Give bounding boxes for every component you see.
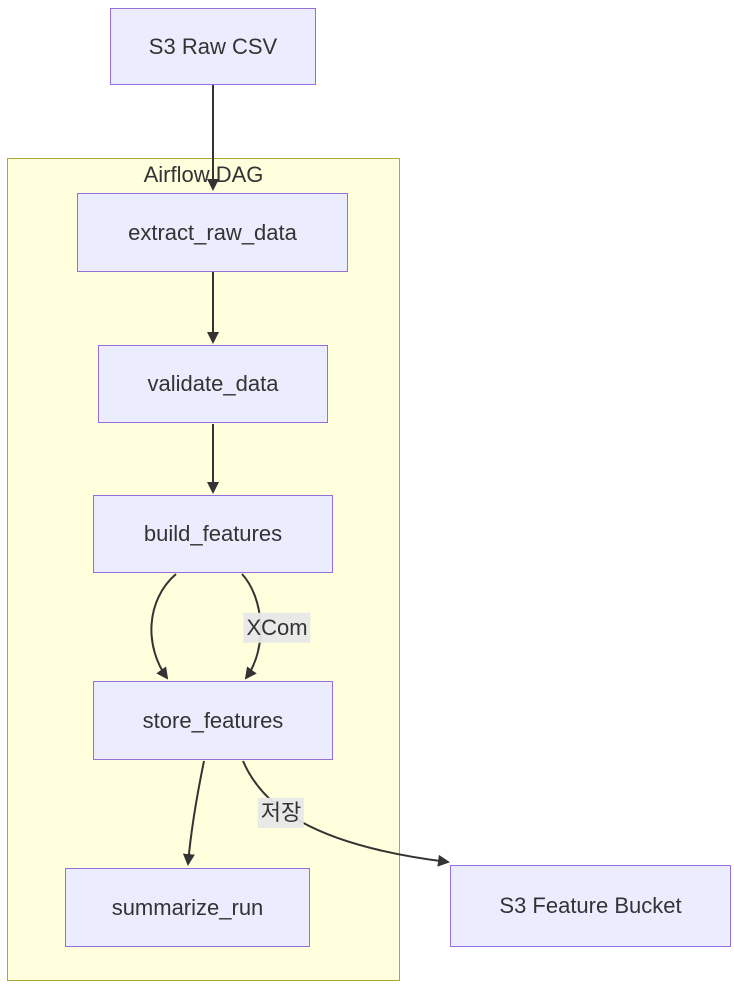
node-build-features-label: build_features [143,521,283,546]
node-build-features: build_features [93,495,333,573]
node-store-features-label: store_features [142,707,284,733]
node-s3-raw-csv-label: S3 Raw CSV [148,33,278,59]
node-store-features: store_features [93,681,333,760]
node-summarize-run: summarize_run [65,868,310,947]
node-s3-raw-csv: S3 Raw CSV [110,8,316,85]
edge-label-save: 저장 [257,797,305,829]
node-extract-raw-data-label: extract_raw_data [128,219,297,245]
node-extract-raw-data: extract_raw_data [77,193,348,272]
node-validate-data: validate_data [98,345,328,423]
cluster-airflow-dag-label: Airflow DAG [143,162,264,187]
node-validate-data-label: validate_data [147,371,279,396]
node-summarize-run-label: summarize_run [111,894,264,920]
node-s3-feature-bucket-label: S3 Feature Bucket [499,893,682,918]
node-s3-feature-bucket: S3 Feature Bucket [450,865,731,947]
edge-label-xcom: XCom [243,612,311,644]
